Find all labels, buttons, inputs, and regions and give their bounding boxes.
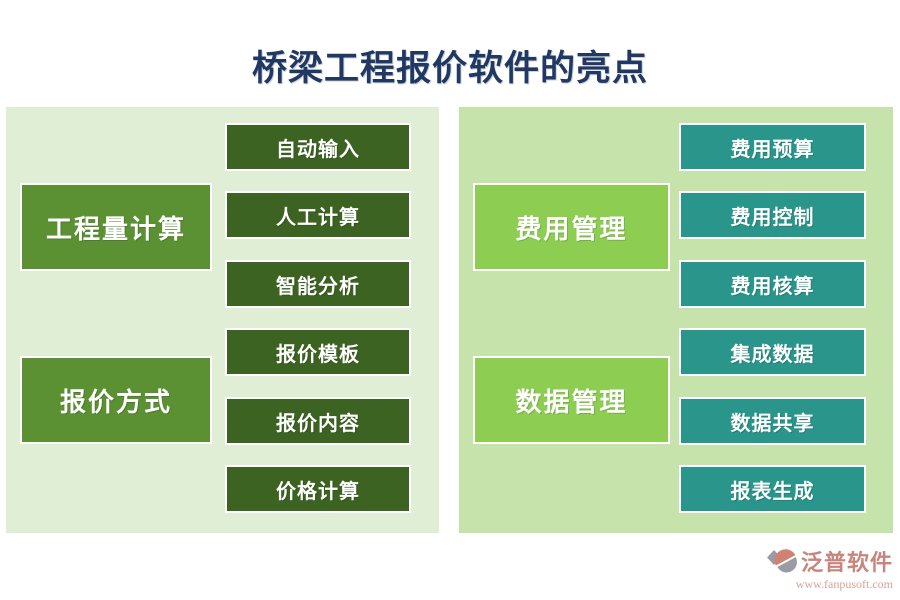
item-quote-content: 报价内容 bbox=[225, 397, 411, 445]
item-cost-accounting: 费用核算 bbox=[679, 260, 866, 308]
item-cost-budget: 费用预算 bbox=[679, 123, 866, 171]
item-report-generation: 报表生成 bbox=[679, 465, 866, 513]
panel-quotation-right: 费用管理 费用预算 费用控制 费用核算 数据管理 集成数据 数据共享 报表生成 bbox=[459, 107, 893, 533]
group-header-quantity-calc: 工程量计算 bbox=[20, 183, 212, 271]
item-auto-input: 自动输入 bbox=[225, 123, 411, 171]
item-data-integration: 集成数据 bbox=[679, 328, 866, 376]
brand-url: www.fanpusoft.com bbox=[795, 577, 893, 591]
item-quote-template: 报价模板 bbox=[225, 328, 411, 376]
item-cost-control: 费用控制 bbox=[679, 191, 866, 239]
item-smart-analysis: 智能分析 bbox=[225, 260, 411, 308]
panel-quotation-left: 工程量计算 自动输入 人工计算 智能分析 报价方式 报价模板 报价内容 价格计算 bbox=[6, 107, 439, 533]
brand-watermark: 泛普软件 www.fanpusoft.com bbox=[766, 545, 893, 592]
page-title: 桥梁工程报价软件的亮点 bbox=[251, 49, 648, 88]
item-manual-calc: 人工计算 bbox=[225, 191, 411, 239]
group-header-quote-method: 报价方式 bbox=[20, 356, 212, 444]
item-price-calc: 价格计算 bbox=[225, 465, 411, 513]
fanpu-logo-icon bbox=[766, 548, 799, 574]
item-data-sharing: 数据共享 bbox=[679, 397, 866, 445]
group-header-cost-mgmt: 费用管理 bbox=[473, 183, 670, 271]
group-header-data-mgmt: 数据管理 bbox=[473, 356, 670, 444]
brand-name: 泛普软件 bbox=[800, 550, 893, 575]
